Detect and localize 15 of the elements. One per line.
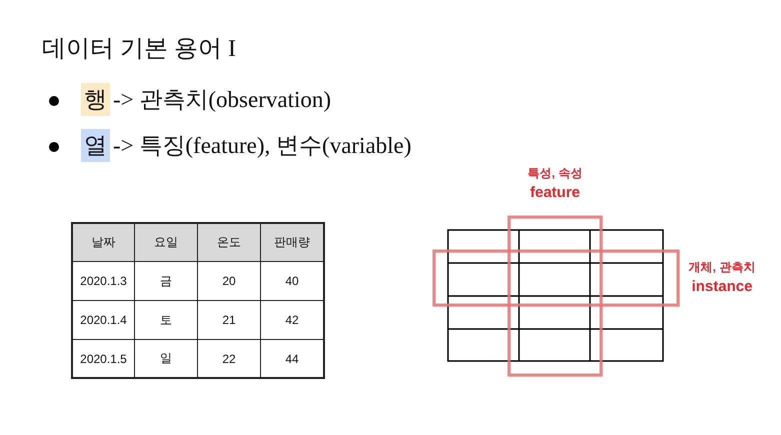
header-cell: 요일 — [134, 222, 198, 262]
annotation-text: 개체, 관측치 — [688, 259, 756, 276]
table-cell: 2020.1.5 — [71, 339, 135, 379]
header-cell: 온도 — [197, 222, 261, 262]
slide-title: 데이터 기본 용어 I — [42, 35, 236, 64]
annotation-text: instance — [692, 278, 752, 295]
table-cell: 44 — [260, 339, 325, 379]
definition-text: -> 특징(feature), 변수(variable) — [113, 132, 412, 160]
definition-text: -> 관측치(observation) — [113, 86, 332, 114]
highlighted-term: 열 — [81, 129, 110, 162]
header-cell: 날짜 — [71, 222, 135, 262]
highlighted-term: 행 — [81, 83, 110, 116]
header-cell: 판매량 — [260, 222, 325, 262]
annotation-text: feature — [530, 184, 580, 201]
annotation-text: 특성, 속성 — [528, 165, 582, 182]
